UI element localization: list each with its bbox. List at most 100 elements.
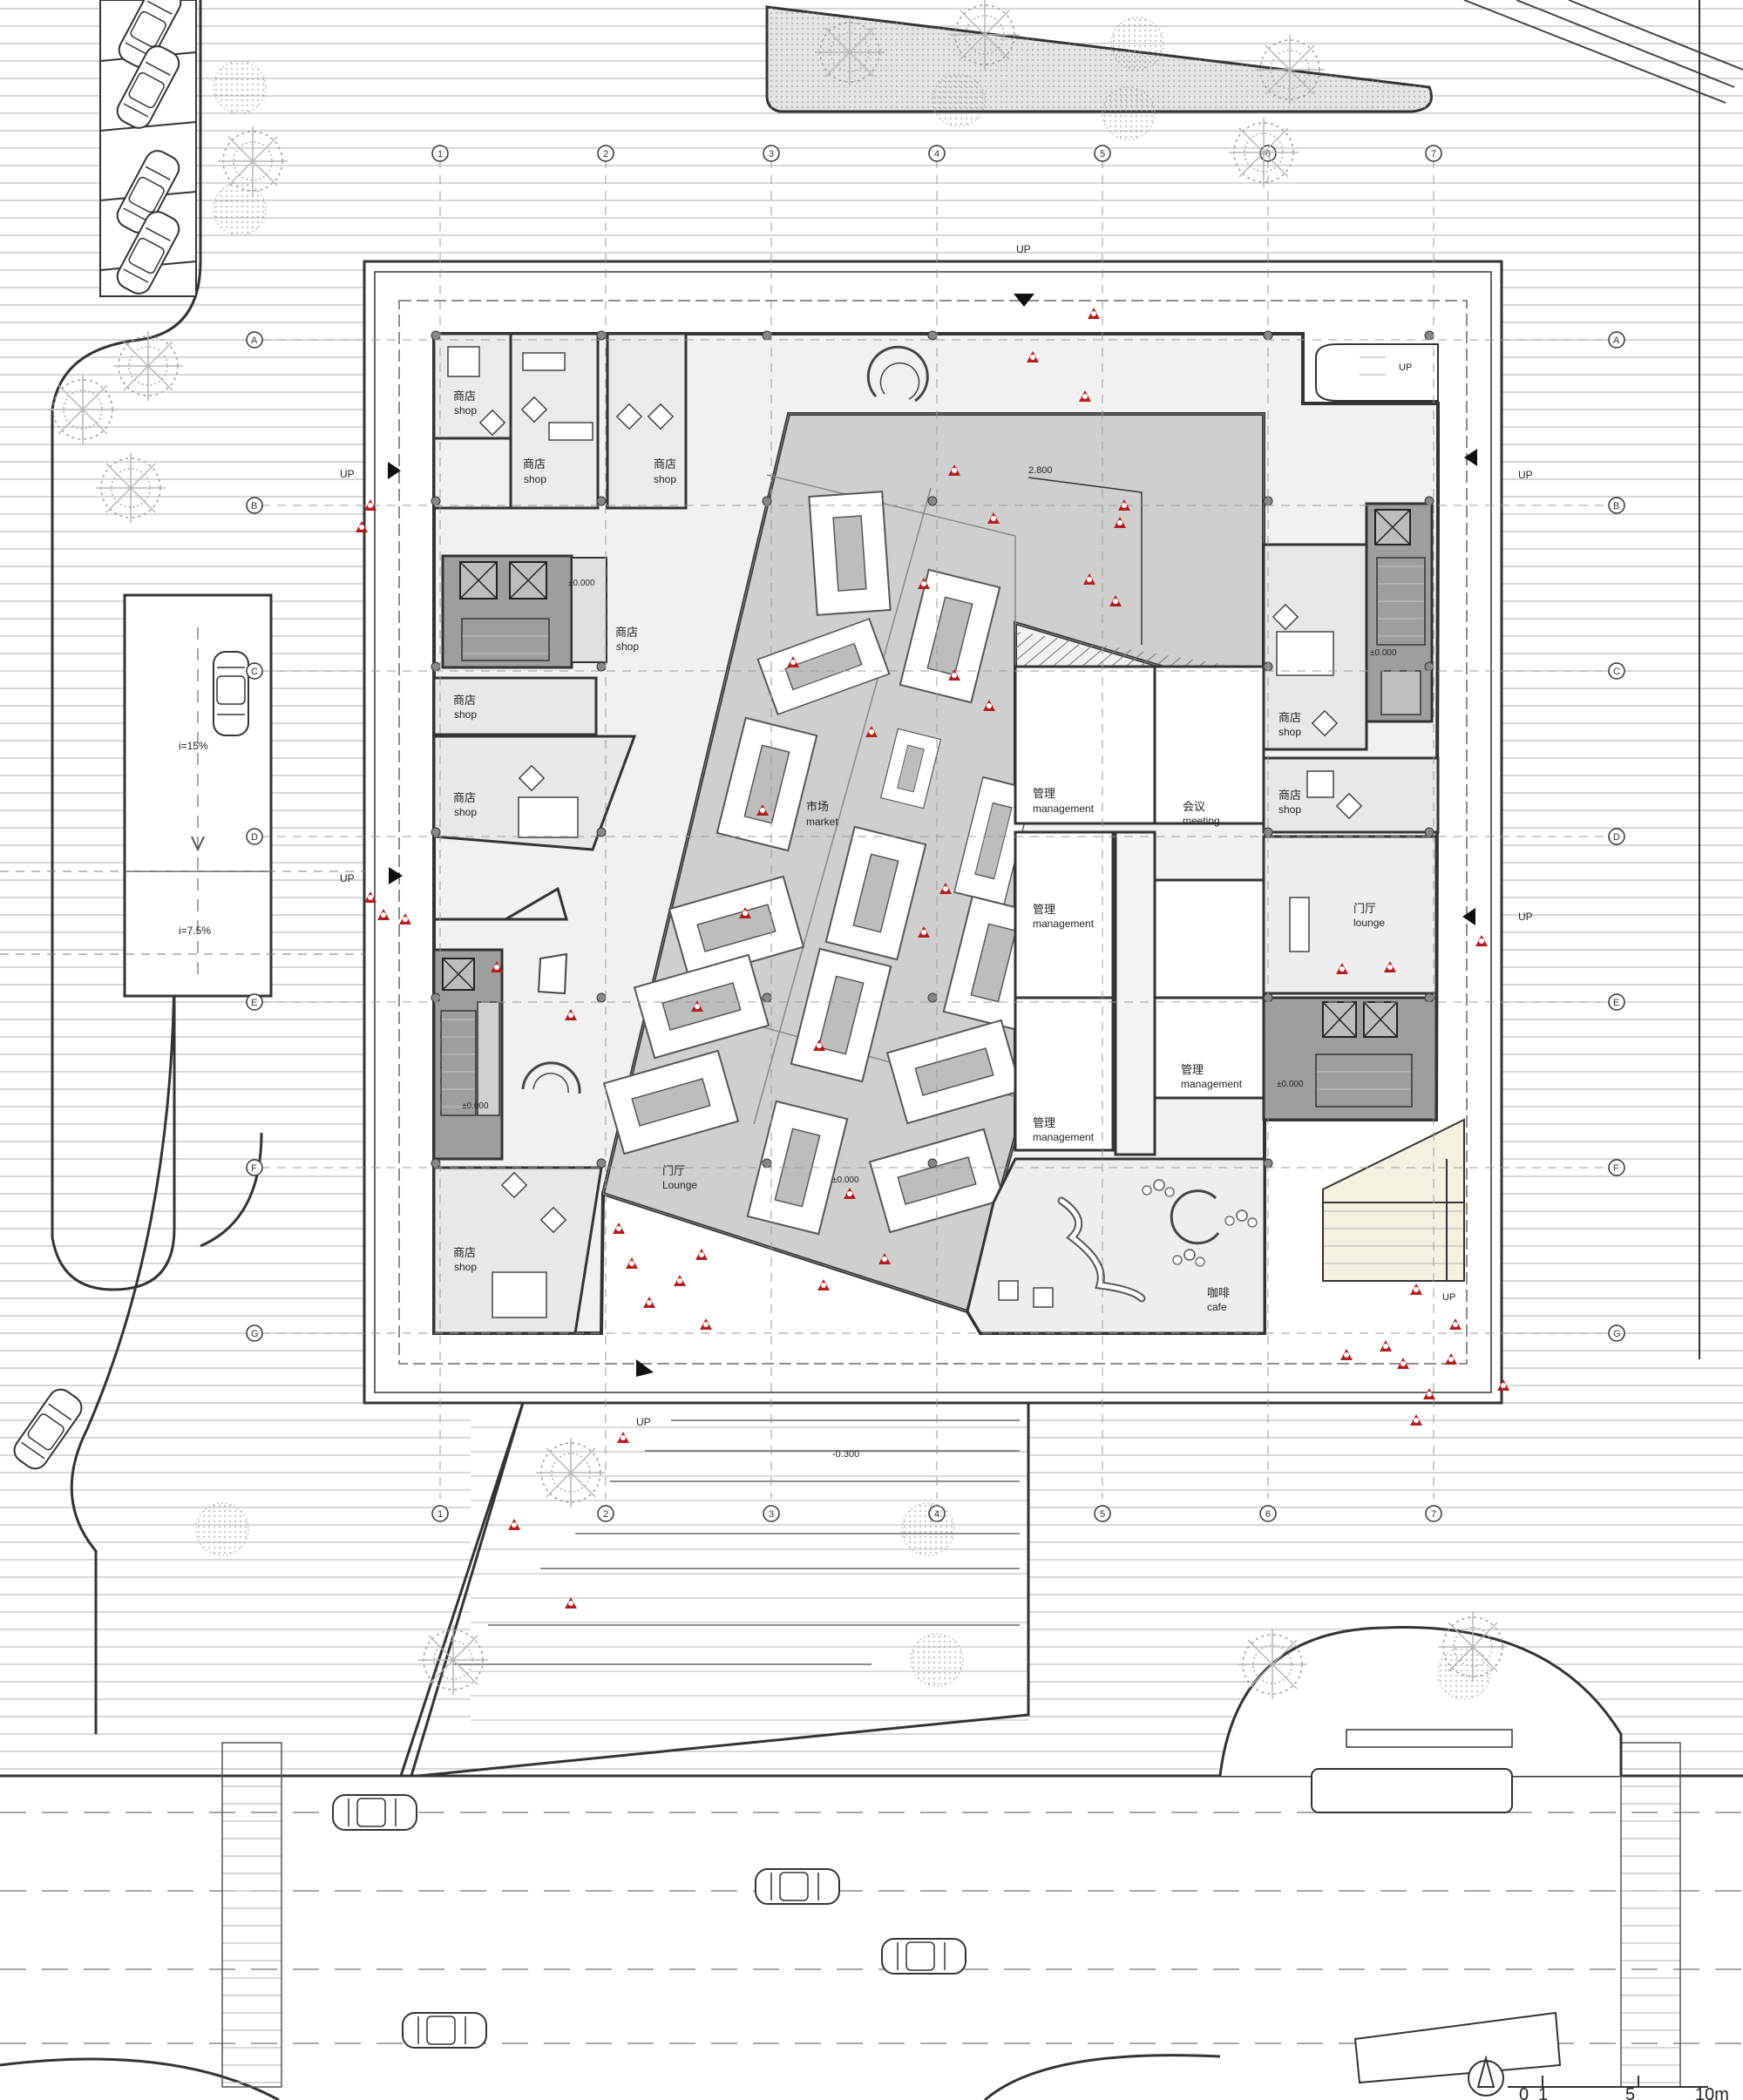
shops-west [432, 676, 637, 921]
core-sw [432, 948, 504, 1161]
entry-arrow-east-icon [1464, 449, 1477, 466]
svg-text:shop: shop [454, 404, 477, 417]
svg-text:E: E [251, 998, 257, 1008]
svg-text:10m: 10m [1695, 2085, 1729, 2100]
crosswalk-east [1620, 1742, 1681, 2088]
entry-arrow-north-icon [1014, 294, 1034, 307]
svg-text:3: 3 [769, 1509, 774, 1520]
up-east-upper: UP [1518, 469, 1533, 481]
svg-text:C: C [251, 667, 258, 677]
lounge-south-label: 门厅 Lounge [662, 1164, 697, 1191]
svg-text:shop: shop [454, 708, 477, 721]
svg-text:shop: shop [1278, 726, 1301, 738]
car-street-3 [881, 1938, 966, 1975]
level-plaza: -0.300 [832, 1449, 859, 1460]
svg-text:shop: shop [1278, 803, 1301, 816]
bus-bay-east [1218, 1626, 1623, 1777]
management-block [1014, 665, 1265, 1156]
svg-text:会议: 会议 [1183, 800, 1205, 813]
up-west-upper: UP [340, 468, 355, 480]
spiral-stair-n [866, 345, 929, 403]
svg-text:shop: shop [524, 473, 546, 485]
scale-bar: 0 1 5 10m [1508, 2076, 1729, 2100]
shop-label-5: 商店 shop [453, 694, 477, 721]
shop-label-7: 商店 shop [453, 1246, 477, 1273]
svg-text:管理: 管理 [1033, 1116, 1055, 1129]
grid-bubbles-left: A B C D E F G [246, 331, 263, 1342]
svg-text:商店: 商店 [453, 1246, 476, 1259]
svg-text:商店: 商店 [453, 791, 476, 804]
car-street-4 [402, 2012, 487, 2049]
svg-text:咖啡: 咖啡 [1207, 1286, 1230, 1299]
up-east-mid: UP [1518, 911, 1533, 923]
mgmt-label-4: 管理 management [1033, 1116, 1095, 1143]
shop-label-1: 商店 shop [453, 390, 477, 417]
svg-text:5: 5 [1625, 2085, 1635, 2100]
svg-text:0: 0 [1519, 2085, 1529, 2100]
svg-text:B: B [251, 501, 257, 511]
svg-text:1: 1 [437, 1509, 443, 1520]
svg-text:2: 2 [603, 1509, 608, 1520]
level-core-se: ±0.000 [1277, 1080, 1304, 1089]
up-north: UP [1016, 243, 1031, 255]
svg-text:A: A [251, 335, 258, 346]
shop-label-6: 商店 shop [453, 791, 477, 818]
entry-arrow-south-icon [636, 1359, 654, 1377]
svg-text:F: F [1613, 1163, 1619, 1174]
car-street-1 [332, 1794, 417, 1831]
svg-text:管理: 管理 [1033, 903, 1055, 916]
svg-text:7: 7 [1431, 1509, 1436, 1520]
plaza-step-lines [453, 1419, 1020, 1665]
shop-label-4: 商店 shop [615, 626, 639, 653]
svg-text:A: A [1613, 335, 1620, 346]
svg-text:商店: 商店 [453, 390, 476, 403]
svg-text:G: G [251, 1329, 259, 1339]
svg-text:管理: 管理 [1181, 1063, 1204, 1076]
svg-text:7: 7 [1431, 149, 1436, 159]
shop-label-9: 商店 shop [1278, 789, 1301, 816]
shop-label-8: 商店 shop [1278, 711, 1301, 738]
svg-text:门厅: 门厅 [1353, 902, 1376, 915]
svg-text:商店: 商店 [453, 694, 476, 707]
car-street-2 [755, 1868, 840, 1905]
svg-text:shop: shop [454, 1261, 477, 1273]
svg-text:G: G [1613, 1329, 1621, 1339]
mgmt-label-1: 管理 management [1033, 787, 1095, 815]
up-west-mid: UP [340, 872, 355, 884]
svg-text:商店: 商店 [615, 626, 638, 639]
crosswalk-west [221, 1742, 282, 2088]
svg-text:管理: 管理 [1033, 787, 1055, 800]
svg-text:management: management [1181, 1078, 1243, 1090]
lounge-east-label: 门厅 lounge [1353, 902, 1385, 929]
entry-arrow-east2-icon [1462, 908, 1475, 925]
level-market: 2.800 [1028, 465, 1053, 476]
mgmt-label-3: 管理 management [1181, 1063, 1243, 1090]
svg-text:shop: shop [616, 640, 639, 653]
shop-label-3: 商店 shop [654, 457, 676, 485]
svg-text:6: 6 [1265, 149, 1271, 159]
svg-text:商店: 商店 [523, 457, 546, 471]
grid-lines [0, 159, 1612, 1499]
svg-text:F: F [251, 1163, 257, 1174]
svg-text:shop: shop [654, 473, 676, 485]
grid-bubbles-right: A B C D E F G [1608, 331, 1625, 1342]
car-ramp [213, 651, 249, 736]
svg-text:lounge: lounge [1353, 917, 1385, 929]
svg-text:B: B [1613, 501, 1619, 511]
svg-text:6: 6 [1265, 1509, 1271, 1520]
level-lounge-south: ±0.000 [832, 1175, 859, 1185]
svg-text:shop: shop [454, 806, 477, 818]
core-se [1262, 996, 1438, 1121]
level-core-ne: ±0.000 [1370, 648, 1397, 658]
market-label: 市场 market [806, 800, 838, 828]
svg-text:meeting: meeting [1183, 815, 1220, 827]
rail-lines [1463, 0, 1743, 104]
spiral-stair-sw [521, 1061, 581, 1094]
svg-text:D: D [251, 832, 258, 843]
svg-text:C: C [1613, 667, 1620, 677]
ramp-slope-upper: i=15% [179, 740, 208, 752]
core-nw [441, 554, 607, 669]
up-south: UP [636, 1416, 651, 1428]
svg-text:5: 5 [1100, 149, 1105, 159]
svg-text:E: E [1613, 998, 1619, 1008]
